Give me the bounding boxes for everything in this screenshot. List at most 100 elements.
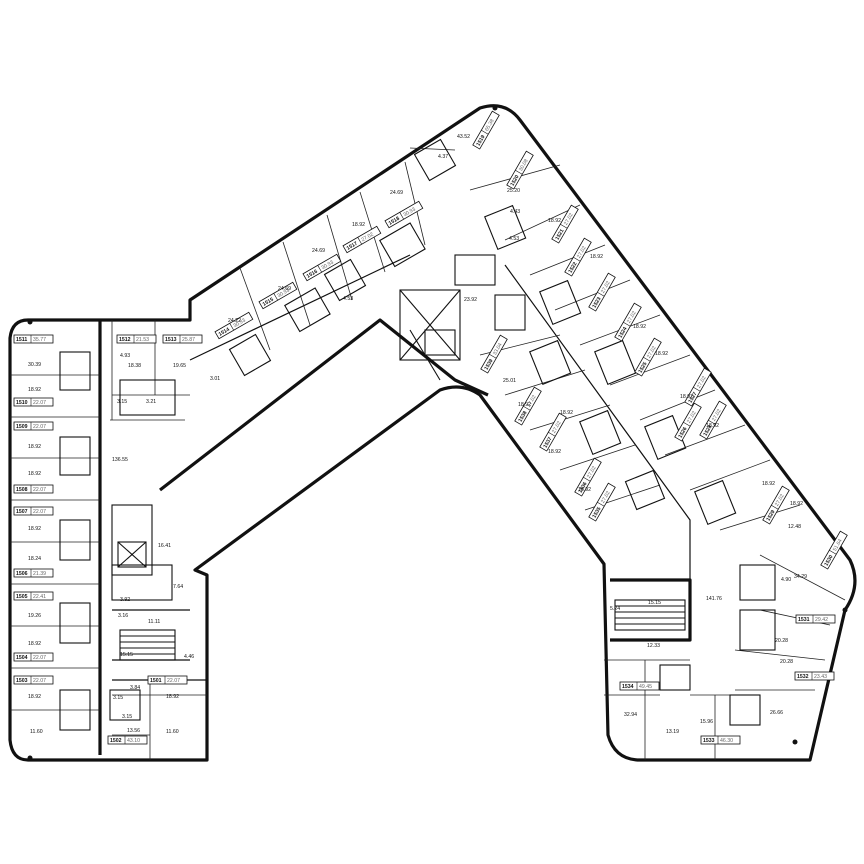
room-area-label: 18.92	[655, 351, 668, 357]
room-area-label: 24.69	[390, 190, 403, 196]
room-area-label: 43.52	[457, 134, 470, 140]
unit-tag-box	[700, 735, 741, 745]
unit-tag-box	[13, 506, 54, 516]
unit-number: 1520	[510, 174, 521, 187]
unit-number: 1516	[306, 269, 319, 280]
unit-tag-box	[258, 281, 298, 310]
room-area-label: 3.84	[130, 685, 140, 691]
unit-tag-divider	[489, 354, 497, 359]
room-area-label: 15.15	[648, 600, 661, 606]
unit-area: 27.02	[526, 394, 538, 408]
unit-tag-box	[684, 367, 712, 407]
building-outline	[8, 104, 857, 762]
unit-tag-box	[794, 671, 835, 681]
room-area-label: 18.92	[706, 423, 719, 429]
unit-area: 27.02	[646, 345, 658, 359]
room-area-label: 18.92	[352, 222, 365, 228]
unit-tag-divider	[357, 237, 362, 245]
unit-tag-box	[619, 681, 660, 691]
unit-tag-box	[614, 302, 642, 342]
unit-tag-box	[506, 150, 534, 190]
room-area-label: 18.92	[166, 694, 179, 700]
unit-tag-box	[634, 337, 662, 377]
room-area-label: 23.92	[464, 297, 477, 303]
unit-tag-divider	[548, 432, 556, 437]
unit-number: 1539	[484, 358, 495, 371]
unit-number: 1531	[798, 617, 810, 623]
unit-tag-divider	[708, 420, 716, 425]
unit-tag-box	[762, 485, 790, 525]
unit-tag-box	[588, 272, 616, 312]
room-area-label: 18.92	[518, 402, 531, 408]
unit-tag-box	[162, 334, 203, 344]
unit-area: 22.07	[33, 678, 46, 684]
unit-number: 1510	[16, 400, 28, 406]
unit-tag-divider	[317, 265, 322, 273]
room-area-label: 16.41	[158, 543, 171, 549]
unit-number: 1537	[543, 436, 554, 449]
unit-number: 1524	[618, 326, 629, 339]
unit-area: 27.02	[586, 465, 598, 479]
inner-wall-north	[189, 254, 411, 361]
unit-tag-box	[13, 421, 54, 431]
unit-tag-box	[214, 311, 254, 340]
unit-tag-box	[539, 412, 567, 452]
unit-number: 1533	[703, 738, 715, 744]
room-area-label: 4.43	[510, 209, 520, 215]
unit-tag-box	[820, 530, 848, 570]
room-area-label: 19.65	[173, 363, 186, 369]
unit-tag-divider	[643, 357, 651, 362]
room-area-label: 20.28	[780, 659, 793, 665]
unit-tag-box	[13, 591, 54, 601]
west-wing-units	[10, 320, 207, 760]
unit-area: 22.07	[33, 487, 46, 493]
unit-tag-box	[699, 400, 727, 440]
unit-area: 30.93	[232, 317, 246, 329]
bathroom-blocks-east	[484, 204, 737, 526]
room-area-label: 3.15	[113, 695, 123, 701]
room-area-label: 4.90	[781, 577, 791, 583]
unit-area: 22.07	[33, 655, 46, 661]
bathroom-blocks-southeast	[659, 564, 776, 726]
